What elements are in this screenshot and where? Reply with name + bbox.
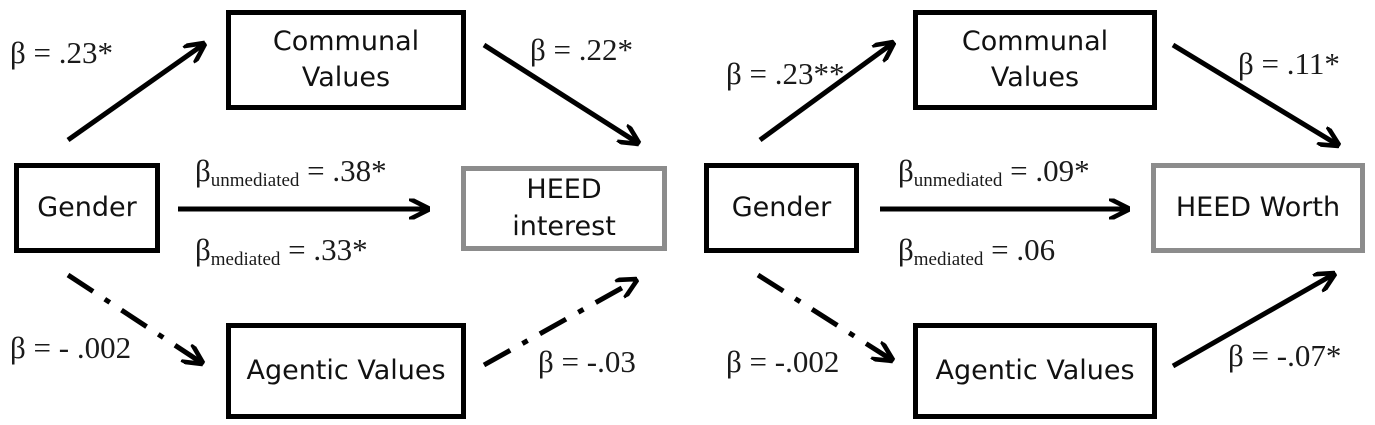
p1-communal-values-box: Communal Values <box>226 10 466 110</box>
p2-agentic-values-box: Agentic Values <box>913 323 1157 419</box>
arrow-p1-agentic-outcome <box>482 280 636 368</box>
p2-label-direct-unmediated: βunmediated = .09* <box>898 153 1090 191</box>
p1-gender-box: Gender <box>14 163 160 253</box>
p1-label-gender-agentic: β = - .002 <box>10 330 132 365</box>
arrow-p1-communal-outcome <box>482 42 638 143</box>
arrow-p2-communal-outcome <box>1171 42 1338 145</box>
arrow-p2-agentic-outcome <box>1171 274 1334 369</box>
arrow-p2-gender-communal <box>758 43 893 143</box>
p2-communal-values-box: Communal Values <box>913 10 1157 110</box>
p1-label-direct-unmediated: βunmediated = .38* <box>195 153 387 191</box>
p2-label-gender-communal: β = .23** <box>726 56 845 91</box>
arrow-p2-gender-agentic <box>756 272 892 360</box>
arrow-p1-gender-agentic <box>66 272 202 363</box>
arrow-p1-gender-communal <box>66 44 204 143</box>
p1-outcome-box: HEED interest <box>461 166 667 251</box>
p1-agentic-values-box: Agentic Values <box>226 323 466 419</box>
p1-label-communal-outcome: β = .22* <box>530 32 634 67</box>
p2-label-gender-agentic: β = -.002 <box>726 344 840 379</box>
p2-gender-box: Gender <box>704 163 859 253</box>
p2-label-communal-outcome: β = .11* <box>1238 46 1340 81</box>
p2-outcome-box: HEED Worth <box>1151 163 1365 253</box>
p1-label-agentic-outcome: β = -.03 <box>538 344 636 379</box>
p1-label-gender-communal: β = .23* <box>10 35 114 70</box>
p1-label-direct-mediated: βmediated = .33* <box>195 232 368 270</box>
p2-label-direct-mediated: βmediated = .06 <box>898 232 1056 270</box>
p2-label-agentic-outcome: β = -.07* <box>1228 338 1342 373</box>
